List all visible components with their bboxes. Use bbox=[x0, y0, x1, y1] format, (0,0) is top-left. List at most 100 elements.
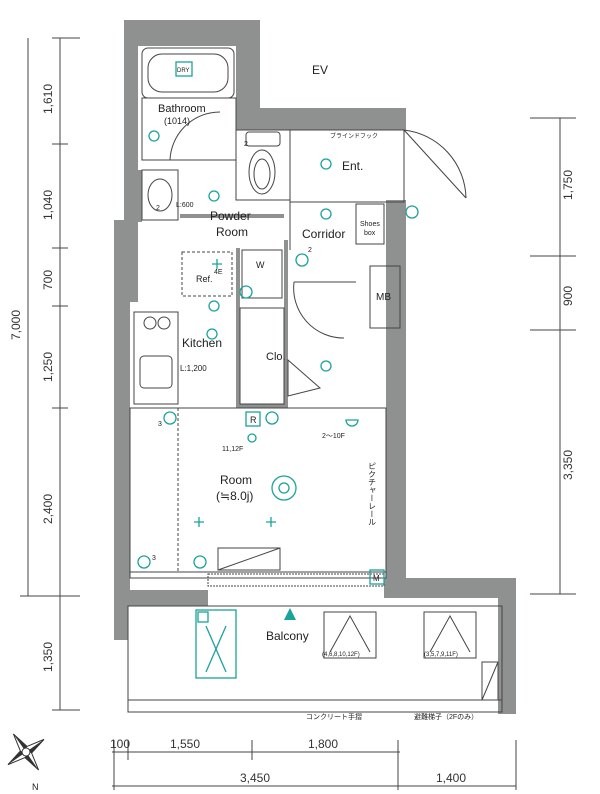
dim-left-2: 1,040 bbox=[41, 190, 55, 220]
meter-icon bbox=[369, 569, 385, 585]
entrance-label: Ent. bbox=[342, 159, 363, 173]
mb-label: MB bbox=[376, 292, 391, 303]
outlet-icon bbox=[239, 285, 253, 299]
light-icon bbox=[208, 300, 220, 312]
outlet-icon bbox=[193, 555, 207, 569]
label-2a: 2 bbox=[244, 141, 248, 148]
left-dimension-lines: 1,610 1,040 700 1,250 2,400 1,350 7,000 bbox=[9, 37, 80, 711]
fixtures bbox=[127, 47, 503, 713]
toilet-tank bbox=[245, 131, 281, 147]
dim-left-total: 7,000 bbox=[9, 310, 23, 340]
bathroom-size-label: (1014) bbox=[164, 116, 190, 126]
hatch-a bbox=[323, 611, 377, 659]
washer-pan bbox=[241, 249, 283, 299]
equipment-symbols bbox=[137, 61, 419, 620]
light-icon bbox=[148, 130, 160, 142]
picture-rail-label: ピクチャーレール bbox=[368, 462, 377, 526]
blind-hook-label: ブラインドフック bbox=[330, 132, 378, 140]
dim-bottom-1: 100 bbox=[110, 737, 130, 751]
light-icon bbox=[206, 328, 218, 340]
room-labels: EV DRY Bathroom (1014) ブラインドフック Ent. L:6… bbox=[158, 63, 478, 721]
ref-space bbox=[181, 251, 233, 297]
closet-label: Clo. bbox=[266, 351, 286, 363]
dim-left-5: 2,400 bbox=[41, 494, 55, 524]
ceiling-light-icon bbox=[271, 475, 297, 501]
label-2b: 2 bbox=[308, 247, 312, 254]
floors-11-12-label: 11,12F bbox=[222, 446, 243, 453]
powder-room-label: Room bbox=[216, 225, 248, 239]
label-3b: 3 bbox=[152, 555, 156, 562]
outlet-icon bbox=[265, 411, 279, 425]
r-label: R bbox=[250, 415, 257, 425]
light-plus-icon bbox=[212, 259, 222, 269]
equipment-labels: R M 4E 3 3 2 2 2 11,12F 2〜10F (4,6,8,10,… bbox=[152, 141, 458, 658]
vanity-length-label: L:600 bbox=[176, 202, 194, 209]
evac-ladder-label: 避難梯子（2Fのみ） bbox=[414, 712, 478, 721]
hatch-a-floors: (4,6,8,10,12F) bbox=[322, 652, 360, 658]
dim-left-3: 700 bbox=[41, 270, 55, 290]
vanity-basin bbox=[147, 178, 173, 212]
balcony-entry-marker bbox=[284, 608, 296, 620]
right-dimension-lines: 1,750 900 3,350 bbox=[530, 117, 576, 595]
bottom-dimension-lines: 100 1,550 1,800 3,450 1,400 bbox=[110, 737, 517, 790]
light-plus-icon bbox=[266, 517, 276, 527]
sensor-icon bbox=[245, 411, 261, 427]
label-2c: 2 bbox=[156, 205, 160, 212]
light-icon bbox=[320, 158, 332, 170]
room-label: Room bbox=[220, 473, 252, 487]
light-icon bbox=[320, 208, 332, 220]
corridor-label: Corridor bbox=[302, 227, 345, 241]
meter-box bbox=[369, 265, 401, 329]
dry-label: DRY bbox=[177, 68, 190, 74]
dim-bottom-5: 1,400 bbox=[436, 771, 466, 785]
shoes-box-label-2: box bbox=[364, 230, 376, 237]
kitchen-label: Kitchen bbox=[182, 336, 222, 350]
label-3a: 3 bbox=[158, 421, 162, 428]
outlet-icon bbox=[137, 555, 151, 569]
balcony-label: Balcony bbox=[266, 629, 309, 643]
light-icon bbox=[208, 190, 220, 202]
kitchen-length-label: L:1,200 bbox=[180, 364, 207, 373]
outlet-icon bbox=[295, 253, 309, 267]
outlet-icon bbox=[163, 411, 177, 425]
window-sash bbox=[207, 573, 385, 587]
bathroom-label: Bathroom bbox=[158, 103, 206, 115]
outlet-icon bbox=[405, 205, 419, 219]
walls bbox=[114, 20, 516, 714]
ref-label: Ref. bbox=[196, 274, 213, 284]
hatch-b-floors: (3,5,7,9,11F) bbox=[424, 652, 458, 658]
dim-left-4: 1,250 bbox=[41, 352, 55, 382]
hatch-b bbox=[423, 611, 477, 659]
ev-label: EV bbox=[312, 63, 328, 77]
compass-rose-icon bbox=[7, 733, 45, 771]
wall-light-icon bbox=[345, 419, 359, 427]
switch-icon bbox=[175, 61, 193, 77]
dim-right-1: 1,750 bbox=[561, 170, 575, 200]
dim-bottom-4: 3,450 bbox=[240, 771, 270, 785]
dim-bottom-2: 1,550 bbox=[170, 737, 200, 751]
aircon-unit bbox=[217, 547, 281, 571]
light-icon bbox=[320, 360, 332, 372]
bathtub-inner bbox=[147, 53, 229, 93]
dim-left-6: 1,350 bbox=[41, 642, 55, 672]
light-plus-icon bbox=[194, 517, 204, 527]
dim-bottom-3: 1,800 bbox=[308, 737, 338, 751]
4e-label: 4E bbox=[214, 269, 223, 276]
dim-right-2: 900 bbox=[561, 286, 575, 306]
evac-ladder-box bbox=[481, 661, 499, 701]
toilet-bowl bbox=[248, 149, 276, 195]
ceiling-light-icon bbox=[278, 482, 290, 494]
m-label: M bbox=[373, 574, 380, 583]
powder-label: Powder bbox=[210, 209, 251, 223]
floors-2-10-label: 2〜10F bbox=[322, 433, 345, 440]
compass-north-label: N bbox=[32, 782, 39, 792]
shoes-box-label: Shoes bbox=[360, 221, 380, 228]
kitchen-sink bbox=[139, 355, 173, 389]
shoes-box bbox=[355, 203, 385, 245]
concrete-rail-label: コンクリート手摺 bbox=[306, 712, 362, 721]
dim-left-1: 1,610 bbox=[41, 84, 55, 114]
room-size-label: (≒8.0j) bbox=[216, 489, 253, 503]
outlet-icon bbox=[247, 433, 257, 443]
dim-right-3: 3,350 bbox=[561, 450, 575, 480]
